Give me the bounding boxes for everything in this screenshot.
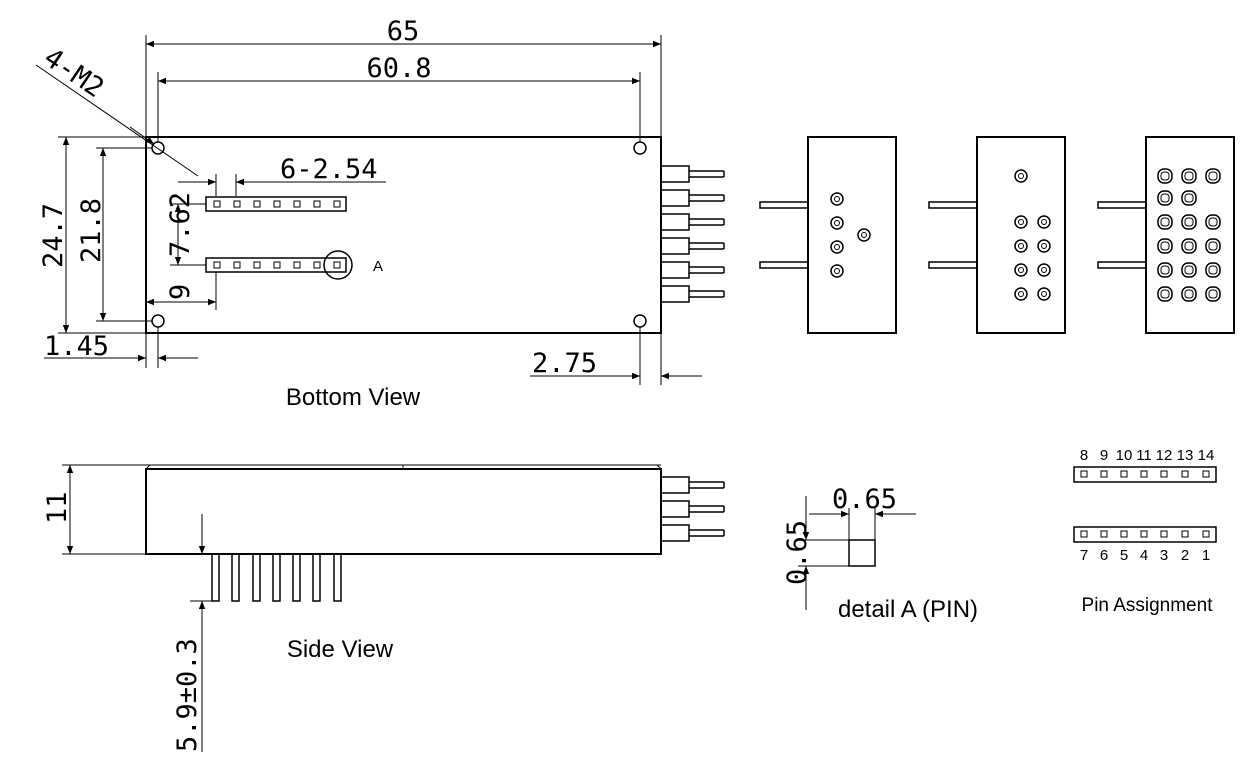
pin-socket-icon xyxy=(1014,169,1028,183)
connector-pins-bottom xyxy=(660,165,725,303)
connector-variant-2 xyxy=(928,136,1066,334)
dim-mount-holes: 4-M2 xyxy=(38,42,109,104)
detail-view-title: detail A (PIN) xyxy=(838,596,978,623)
dim-pin-width: 0.65 xyxy=(832,484,897,515)
pin-number: 6 xyxy=(1100,547,1108,564)
side-view-title: Side View xyxy=(287,636,394,663)
pin-socket-icon xyxy=(857,228,871,242)
pin-socket-icon xyxy=(1157,238,1173,254)
pin-socket-icon xyxy=(1157,262,1173,278)
pin-socket-icon xyxy=(1205,286,1221,302)
side-view: 11 5.9±0.3 Side View xyxy=(42,464,725,752)
pin-socket-icon xyxy=(1157,190,1173,206)
pin-socket-icon xyxy=(1014,239,1028,253)
pin-number: 13 xyxy=(1177,447,1194,464)
pin-number: 10 xyxy=(1116,447,1133,464)
bottom-pins-side xyxy=(211,553,342,602)
dim-overall-length: 65 xyxy=(387,16,420,47)
pin-socket-icon xyxy=(1205,238,1221,254)
pin-socket-icon xyxy=(1205,262,1221,278)
pin-socket-icon xyxy=(1181,214,1197,230)
bottom-view-title: Bottom View xyxy=(286,384,421,411)
pin-row-diagram-top xyxy=(1073,466,1217,483)
dim-pin-pitch: 6-2.54 xyxy=(280,154,378,185)
pin-number: 5 xyxy=(1120,547,1128,564)
pin-socket-icon xyxy=(1181,168,1197,184)
pin-socket-icon xyxy=(1037,287,1051,301)
pin-socket-icon xyxy=(1014,263,1028,277)
pin-assignment-title: Pin Assignment xyxy=(1082,595,1214,616)
pin-number: 1 xyxy=(1202,547,1210,564)
dim-pin-depth: 0.65 xyxy=(782,520,813,585)
pin-number: 11 xyxy=(1136,447,1152,464)
pin-socket-icon xyxy=(1037,215,1051,229)
pin-socket-icon xyxy=(1181,286,1197,302)
pin-socket-icon xyxy=(1181,238,1197,254)
pin-socket-icon xyxy=(1157,214,1173,230)
detail-a-circle xyxy=(323,250,353,280)
pin-number: 4 xyxy=(1140,547,1148,564)
pin-number: 12 xyxy=(1156,447,1173,464)
pin-row-diagram-bottom xyxy=(1073,526,1217,543)
pin-socket-icon xyxy=(1181,262,1197,278)
dim-hole-pitch-length: 60.8 xyxy=(366,53,431,84)
leader-line xyxy=(35,64,199,177)
pin-assignment: 8 9 10 11 12 13 14 7 6 5 xyxy=(1073,447,1217,616)
connector-variant-1 xyxy=(759,136,897,334)
bottom-view: A 65 60.8 4-M2 6-2.54 xyxy=(35,16,725,411)
pin-cross-section xyxy=(848,539,876,567)
dim-row-spacing: 7.62 xyxy=(165,192,196,257)
pin-socket-icon xyxy=(830,264,844,278)
dim-pin-length: 5.9±0.3 xyxy=(172,638,203,752)
pin-number: 7 xyxy=(1080,547,1088,564)
pin-socket-icon xyxy=(1014,215,1028,229)
pin-socket-icon xyxy=(830,192,844,206)
pin-socket-icon xyxy=(1157,286,1173,302)
detail-marker: A xyxy=(373,258,383,275)
connector-variant-3 xyxy=(1097,136,1235,334)
dim-hole-edge-left: 1.45 xyxy=(44,331,109,362)
pin-number: 9 xyxy=(1100,447,1108,464)
pin-socket-icon xyxy=(1205,168,1221,184)
pin-number: 14 xyxy=(1198,447,1215,464)
dim-hole-pitch-width: 21.8 xyxy=(76,198,107,263)
pin-number: 2 xyxy=(1181,547,1189,564)
dim-overall-width: 24.7 xyxy=(38,203,69,268)
pin-socket-icon xyxy=(1181,190,1197,206)
detail-a: 0.65 0.65 detail A (PIN) xyxy=(782,484,978,623)
module-outline-side xyxy=(145,468,662,555)
connector-pins-side xyxy=(660,476,725,542)
pin-socket-icon xyxy=(830,216,844,230)
pin-socket-icon xyxy=(830,240,844,254)
pin-number: 8 xyxy=(1080,447,1088,464)
pin-socket-icon xyxy=(1037,239,1051,253)
pin-socket-icon xyxy=(1157,168,1173,184)
dim-height: 11 xyxy=(42,491,73,524)
module-outline-bottom xyxy=(145,136,662,334)
pin-socket-icon xyxy=(1014,287,1028,301)
dim-hole-edge-right: 2.75 xyxy=(532,348,597,379)
pin-socket-icon xyxy=(1205,214,1221,230)
pin-socket-icon xyxy=(1037,263,1051,277)
dim-pin-offset: 9 xyxy=(165,284,196,300)
pin-number: 3 xyxy=(1160,547,1168,564)
